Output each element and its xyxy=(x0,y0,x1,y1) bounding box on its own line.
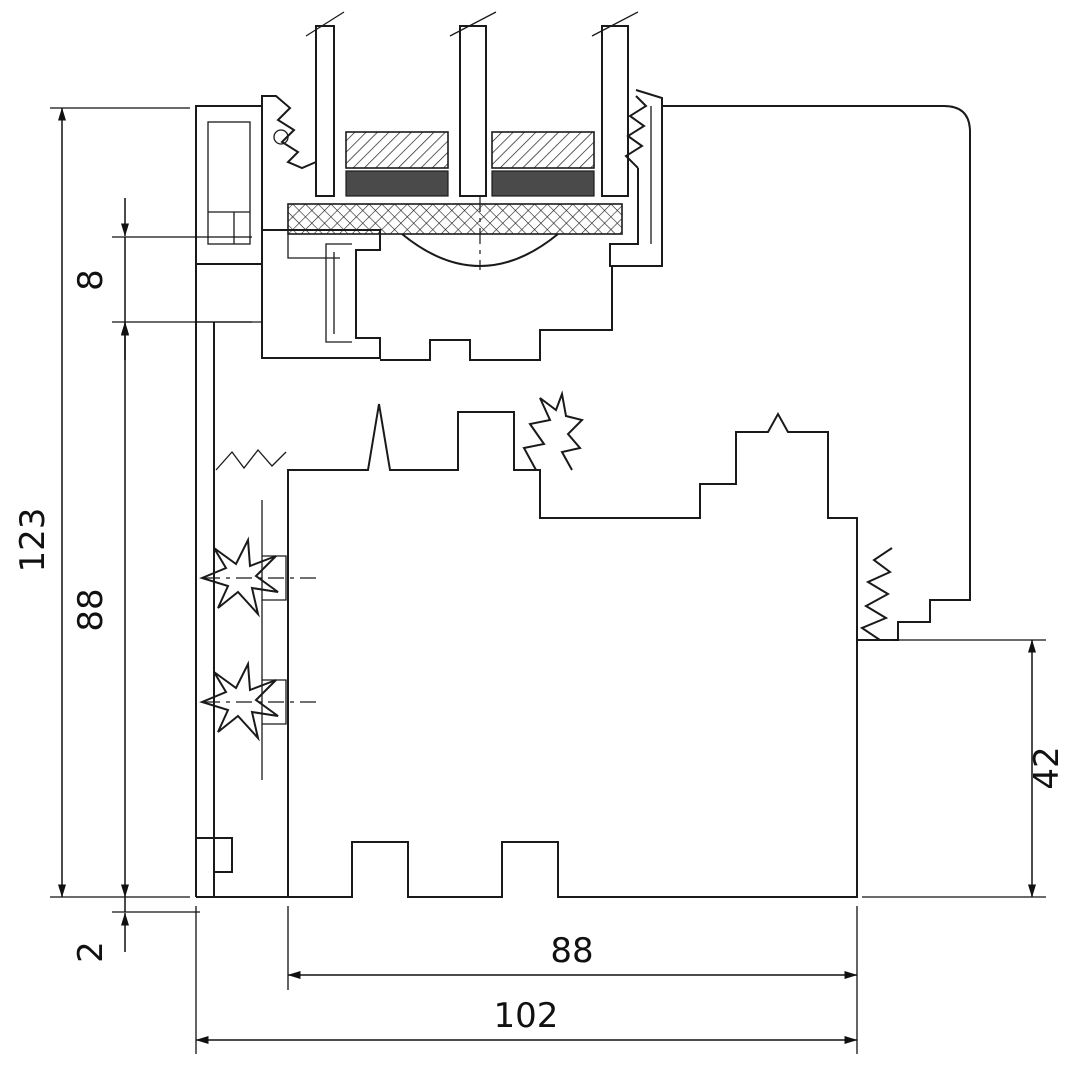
gasket-anchors xyxy=(262,555,287,725)
outer-frame-outline xyxy=(662,105,971,641)
profile-geometry xyxy=(195,11,971,898)
dimension-right-height: 42 xyxy=(862,639,1067,898)
glazing-gasket-right xyxy=(624,95,648,169)
dimensions: 123 8 88 2 42 xyxy=(13,107,1067,1054)
dim-label-42: 42 xyxy=(1027,746,1067,789)
setting-block-ledge xyxy=(287,234,340,259)
glass-pane-outer xyxy=(315,25,335,197)
dimension-bottom-inner: 88 xyxy=(287,906,858,1054)
sealant-right xyxy=(491,170,595,197)
sealant-left xyxy=(345,170,449,197)
dim-label-8: 8 xyxy=(71,269,111,291)
dim-label-88-left: 88 xyxy=(71,588,111,631)
clamp-outline xyxy=(609,89,663,267)
sash-underside xyxy=(380,266,613,361)
glazing-gasket-left xyxy=(261,95,317,170)
dim-label-123: 123 xyxy=(13,508,53,573)
dimension-left-middle: 88 xyxy=(71,321,129,898)
dim-label-88-bottom: 88 xyxy=(550,931,593,971)
dimension-left-top: 8 xyxy=(71,198,252,360)
dimension-bottom-total: 102 xyxy=(195,906,858,1054)
spacer-bar-right xyxy=(491,131,595,169)
glass-pane-middle xyxy=(459,25,487,197)
gasket-chamber xyxy=(199,448,316,780)
left-frame-outer xyxy=(195,105,263,265)
sill-profile xyxy=(196,390,893,898)
dimension-left-bottom: 2 xyxy=(71,897,200,963)
flame-gasket-right xyxy=(858,547,893,641)
dimension-left-total: 123 xyxy=(13,107,190,898)
star-gasket-lower xyxy=(199,660,279,742)
spacer-bar-left xyxy=(345,131,449,169)
dim-label-2: 2 xyxy=(71,941,111,963)
dim-label-102: 102 xyxy=(494,996,559,1036)
sash-clamp-outline xyxy=(261,229,381,359)
outer-frame-right xyxy=(662,105,971,641)
glass-break-marks xyxy=(305,11,639,37)
setting-block xyxy=(287,196,623,270)
sash-clamp-c-channel xyxy=(325,243,352,343)
left-frame-chamber xyxy=(207,121,251,245)
glazing-unit xyxy=(305,11,639,197)
glazing-clamp-right xyxy=(609,89,663,267)
clip-zigzag xyxy=(215,448,287,471)
sash-clamp-profile xyxy=(261,229,613,361)
glass-pane-inner xyxy=(601,25,629,197)
wall-foot-hook xyxy=(196,837,233,873)
left-wall xyxy=(195,106,233,897)
sill-outline xyxy=(287,403,858,898)
flame-gasket-center xyxy=(522,390,584,471)
left-frame-inner-step xyxy=(208,211,250,244)
star-gasket-upper xyxy=(199,536,279,618)
